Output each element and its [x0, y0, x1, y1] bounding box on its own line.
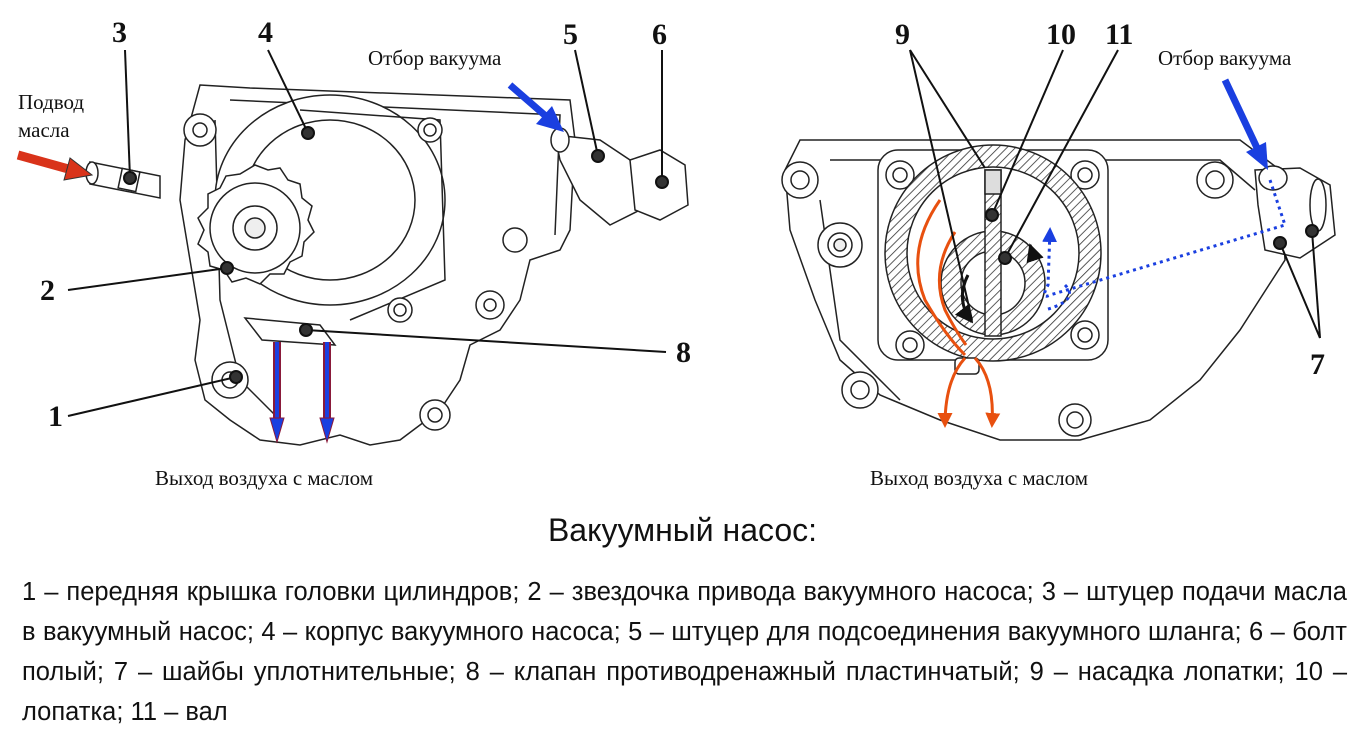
- anti-drain-valve: [243, 317, 337, 346]
- callout-4: 4: [258, 16, 273, 49]
- right-vacuum-label: Отбор вакуума: [1158, 46, 1292, 70]
- callout-1: 1: [48, 400, 63, 433]
- callout-11: 11: [1105, 18, 1134, 51]
- rotation-arrows: [954, 243, 1044, 324]
- callout-10: 10: [1046, 18, 1076, 51]
- callout-6: 6: [652, 18, 667, 51]
- air-flow-paths: [1042, 179, 1287, 312]
- oil-inlet-arrow: [16, 150, 94, 181]
- left-vacuum-arrow: [507, 82, 564, 132]
- figure-title: Вакуумный насос:: [547, 512, 818, 548]
- oil-flow-paths: [916, 199, 1001, 428]
- callout-3: 3: [112, 16, 127, 49]
- vane-tip: [984, 169, 1002, 195]
- oil-inlet-label-line1: Подвод: [18, 90, 85, 114]
- oil-inlet-label-line2: масла: [18, 118, 70, 142]
- vacuum-fitting: [554, 134, 641, 226]
- right-vacuum-arrow: [1221, 78, 1268, 170]
- diagram-canvas: [16, 49, 1336, 446]
- vane: [984, 169, 1002, 337]
- callout-8: 8: [676, 336, 691, 369]
- callout-2: 2: [40, 274, 55, 307]
- left-outlet-arrows: [269, 342, 335, 444]
- left-outlet-label: Выход воздуха с маслом: [155, 466, 374, 490]
- callout-9: 9: [895, 18, 910, 51]
- right-leaders: [909, 49, 1321, 339]
- left-leaders: [67, 49, 669, 417]
- left-vacuum-label: Отбор вакуума: [368, 46, 502, 70]
- callout-7: 7: [1310, 348, 1325, 381]
- callout-5: 5: [563, 18, 578, 51]
- figure-caption: 1 – передняя крышка головки цилиндров; 2…: [22, 578, 1347, 726]
- right-outlet-label: Выход воздуха с маслом: [870, 466, 1089, 490]
- right-pump-drawing: [781, 139, 1336, 441]
